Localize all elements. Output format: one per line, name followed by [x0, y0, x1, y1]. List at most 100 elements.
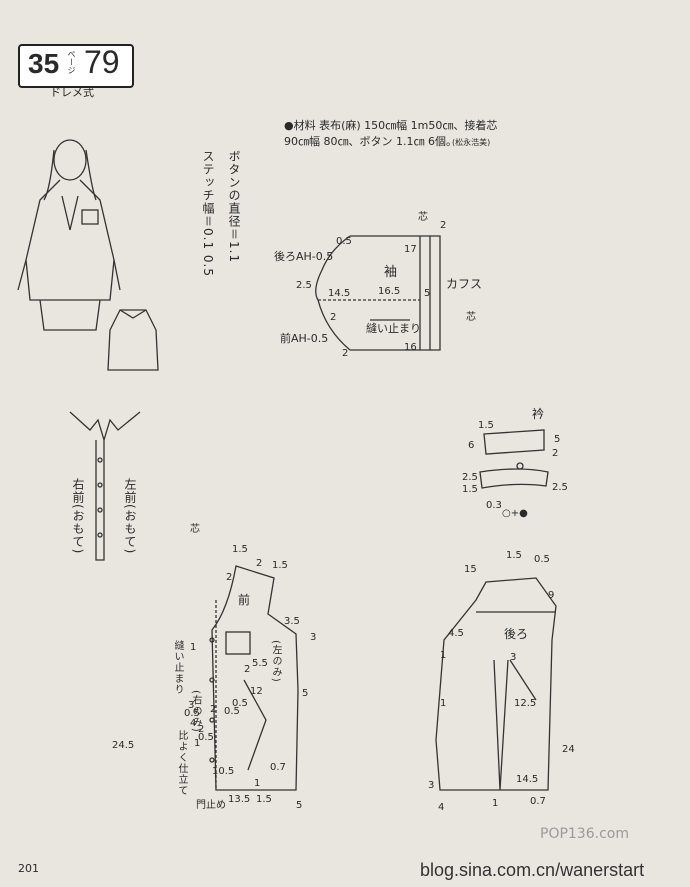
back-measure: 3	[428, 780, 434, 791]
back-measure: 1	[440, 698, 446, 709]
footer-brand-watermark: POP136.com	[540, 826, 629, 842]
front-measure: 0.5	[184, 708, 200, 719]
sleeve-measure: 16.5	[378, 286, 400, 297]
footer-page-number: 201	[18, 862, 39, 875]
back-ah-label: 後ろAH-0.5	[274, 249, 333, 263]
back-measure: 24	[562, 744, 575, 755]
collar-measure: 2.5	[552, 482, 568, 493]
sleeve-fold-label: 縫い止まり	[366, 321, 421, 335]
sleeve-measure: 芯	[418, 210, 428, 223]
collar-measure: 1.5	[462, 484, 478, 495]
back-measure: 0.5	[534, 554, 550, 565]
series-number: 35	[28, 48, 60, 79]
series-unit: ページ	[67, 50, 76, 74]
back-measure: 1	[440, 650, 446, 661]
back-measure: 3	[510, 652, 516, 663]
sleeve-measure: 2.5	[296, 280, 312, 291]
front-measure: 24.5	[112, 740, 134, 751]
back-measure: 4.5	[448, 628, 464, 639]
sleeve-measure: 16	[404, 342, 417, 353]
collar-measure: 5	[554, 434, 560, 445]
materials-line-2: 90㎝幅 80㎝、ボタン 1.1㎝ 6個。	[284, 135, 457, 148]
front-measure: 2	[198, 724, 204, 735]
back-label: 後ろ	[504, 627, 528, 641]
collar-measure: 2.5	[462, 472, 478, 483]
back-measure: 1.5	[506, 550, 522, 561]
front-left-only-label: (左のみ)	[270, 640, 281, 683]
collar-measure: 0.3	[486, 500, 502, 511]
front-measure: 1	[194, 738, 200, 749]
sleeve-label: 袖	[384, 265, 397, 280]
collar-measure: 6	[468, 440, 474, 451]
front-measure: 2	[244, 664, 250, 675]
collar-measure: ○+●	[502, 508, 528, 519]
stitch-width-note: ステッチ幅＝0.1 0.5	[201, 150, 215, 277]
footer-blog-url: blog.sina.com.cn/wanerstart	[420, 860, 645, 880]
front-measure: 13.5	[228, 794, 250, 805]
front-finish-label: 比よく仕立て	[176, 730, 187, 796]
collar-label: 衿	[532, 406, 544, 421]
back-measure: 1	[492, 798, 498, 809]
button-diameter-note: ボタンの直径＝1.1	[227, 150, 241, 264]
style-label: ドレメ式	[50, 86, 94, 99]
right-front-label: 右前(おもて)	[71, 478, 85, 555]
front-measure: 0.5	[232, 698, 248, 709]
front-measure: 0.5	[224, 706, 240, 717]
page-number: 79	[84, 44, 120, 80]
sleeve-measure: 14.5	[328, 288, 350, 299]
front-measure: 2	[210, 704, 216, 715]
front-measure: 0.5	[198, 732, 214, 743]
front-measure: 4	[190, 718, 196, 729]
back-measure: 12.5	[514, 698, 536, 709]
front-measure: 2	[226, 572, 232, 583]
author-credit: (松永浩美)	[452, 138, 491, 147]
materials-line-1: ●材料 表布(麻) 150㎝幅 1m50㎝、接着芯	[284, 119, 498, 132]
sleeve-measure: 2	[440, 220, 446, 231]
front-measure: 1.5	[272, 560, 288, 571]
front-measure: 5	[302, 688, 308, 699]
back-measure: 15	[464, 564, 477, 575]
cuff-label: カフス	[446, 277, 482, 291]
sleeve-measure: 2	[342, 348, 348, 359]
front-measure: 1.5	[232, 544, 248, 555]
front-measure: 1.5	[256, 794, 272, 805]
back-measure: 4	[438, 802, 444, 813]
front-measure: 5.5	[252, 658, 268, 669]
sleeve-measure: 芯	[466, 310, 476, 323]
sleeve-pattern	[315, 235, 441, 351]
back-measure: 0.7	[530, 796, 546, 807]
front-bottom-label: 門止め	[196, 800, 226, 811]
front-measure: 10.5	[212, 766, 234, 777]
back-bodice-pattern	[435, 577, 557, 791]
front-interfacing-label: 芯	[190, 524, 200, 535]
sleeve-measure: 17	[404, 244, 417, 255]
front-measure: 12	[250, 686, 263, 697]
sleeve-measure: 5	[424, 288, 430, 299]
collar-measure: 1.5	[478, 420, 494, 431]
front-measure: 1	[254, 778, 260, 789]
front-label: 前	[238, 592, 250, 607]
front-right-only-label: (右のみ)	[190, 690, 201, 733]
page-badge: 35 ページ 79	[18, 44, 134, 88]
front-measure: 2	[256, 558, 262, 569]
collar-measure: 2	[552, 448, 558, 459]
front-measure: 5	[296, 800, 302, 811]
front-stop-label: 縫い止まり	[172, 640, 183, 695]
front-measure: 3	[310, 632, 316, 643]
materials-block: ●材料 表布(麻) 150㎝幅 1m50㎝、接着芯 90㎝幅 80㎝、ボタン 1…	[284, 118, 534, 150]
collar-pattern	[479, 429, 549, 489]
front-bodice-pattern	[209, 565, 299, 791]
back-measure: 14.5	[516, 774, 538, 785]
front-ah-label: 前AH-0.5	[280, 331, 328, 345]
placket-diagram	[69, 411, 141, 561]
model-illustration	[17, 139, 121, 331]
front-measure: 1	[190, 642, 196, 653]
front-measure: 3.5	[284, 616, 300, 627]
back-view-thumbnail	[107, 309, 159, 371]
left-front-label: 左前(おもて)	[123, 478, 137, 555]
